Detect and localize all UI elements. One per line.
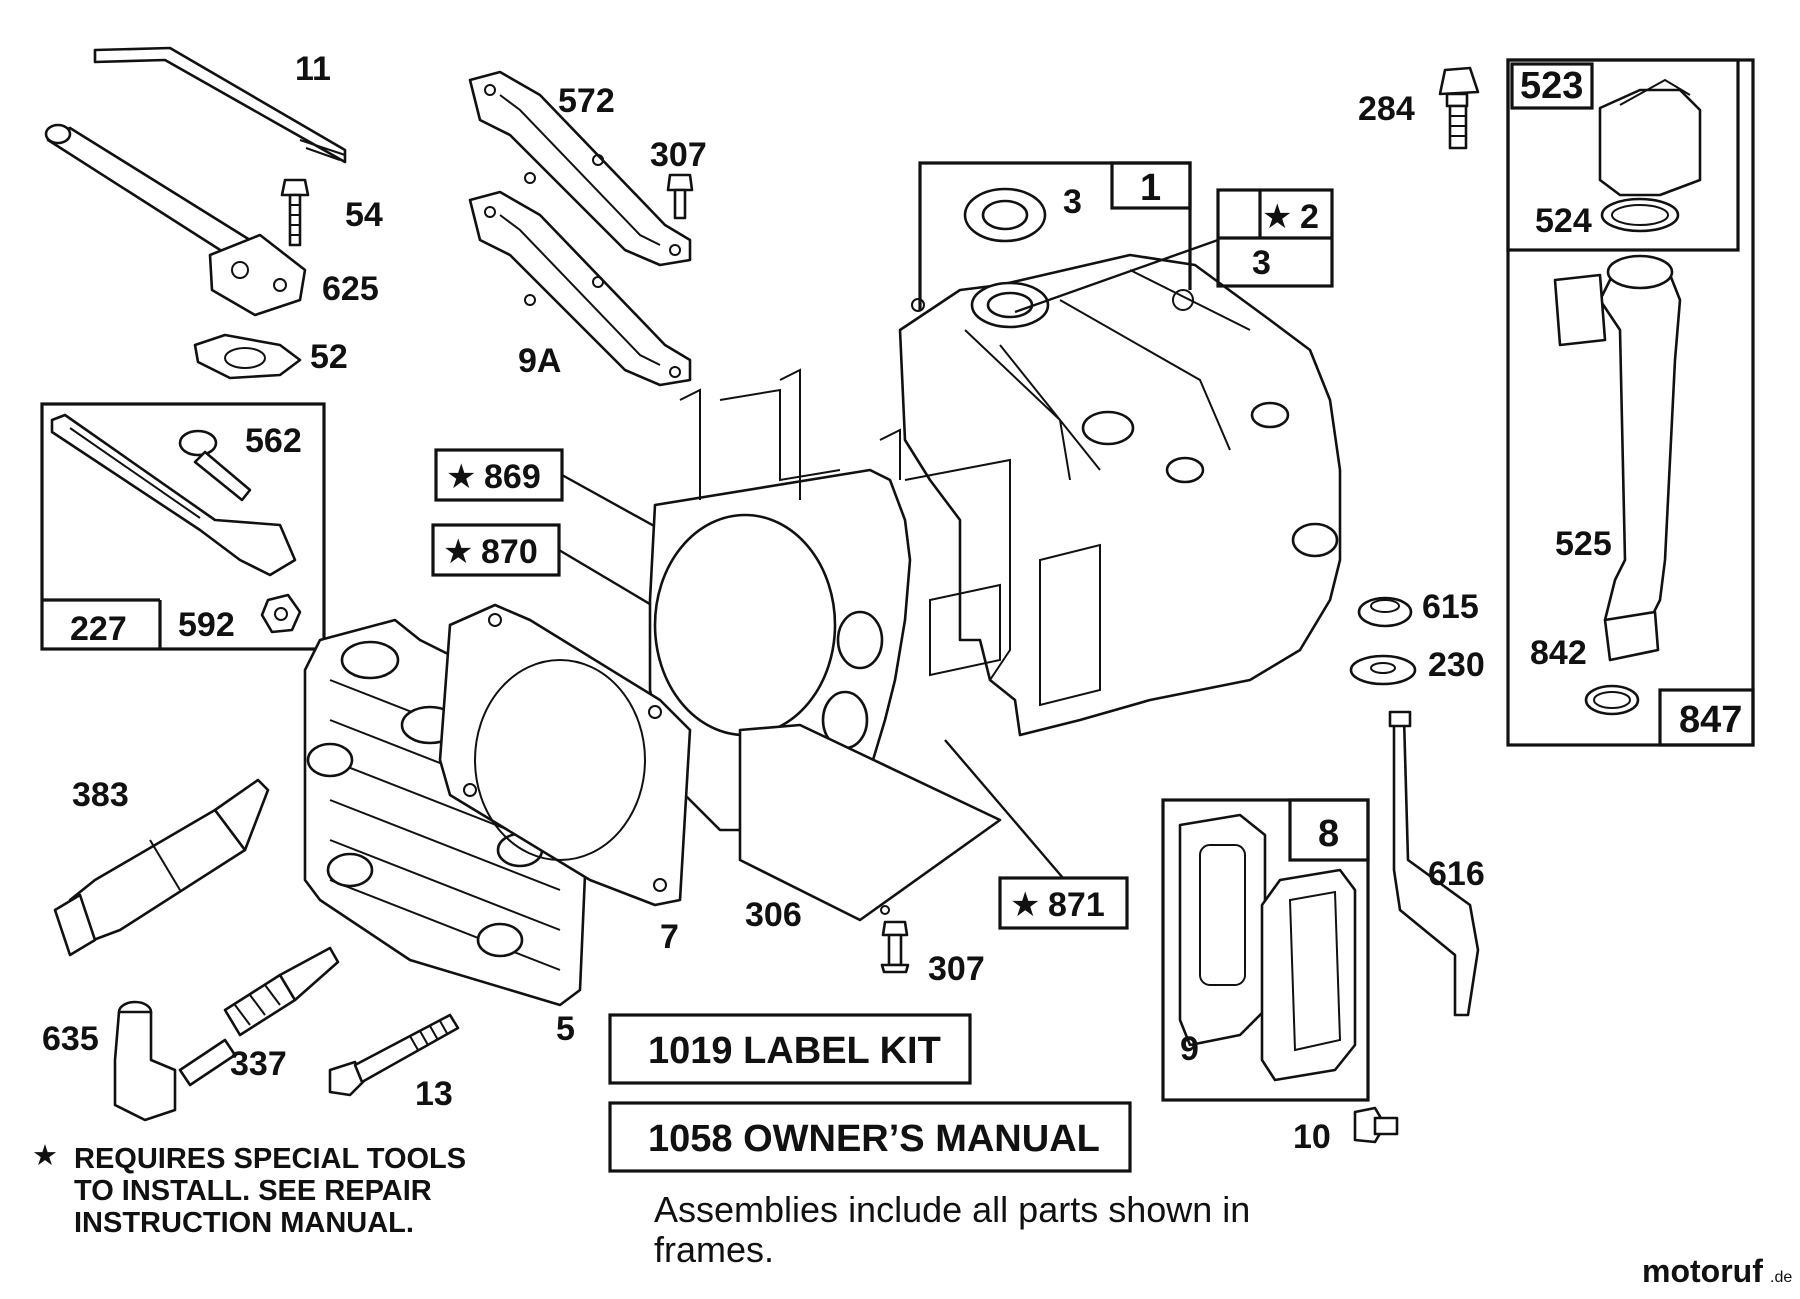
callout-11: 11 — [295, 50, 331, 88]
part-337-spark-plug — [178, 946, 340, 1087]
part-616-dipstick — [1388, 710, 1480, 1017]
callout-870: 870 — [481, 533, 538, 571]
star-icon: ★ — [1262, 198, 1292, 236]
part-11-rod — [93, 46, 347, 164]
part-307-screw-bottom — [880, 920, 910, 974]
callout-box-871 — [998, 876, 1129, 930]
callout-306: 306 — [745, 896, 802, 934]
part-8-cover — [1260, 868, 1357, 1082]
part-592-nut — [260, 593, 302, 634]
callout-524: 524 — [1535, 202, 1592, 240]
callout-307-bottom: 307 — [928, 950, 985, 988]
part-284-bolt — [1438, 66, 1480, 150]
callout-10: 10 — [1293, 1118, 1331, 1156]
part-524-oring — [1600, 197, 1680, 233]
callout-54: 54 — [345, 196, 383, 234]
part-9-gasket — [1178, 813, 1267, 1047]
callout-230: 230 — [1428, 646, 1485, 684]
callout-616: 616 — [1428, 855, 1485, 893]
callout-337: 337 — [230, 1045, 287, 1083]
star-icon: ★ — [1010, 886, 1040, 924]
part-523-cap — [1598, 78, 1702, 197]
callout-52: 52 — [310, 338, 348, 376]
kit-frame-1 — [1110, 161, 1192, 210]
callout-227: 227 — [70, 610, 127, 648]
callout-847: 847 — [1679, 699, 1742, 741]
callout-3-a: 3 — [1063, 183, 1082, 221]
part-307-screw-top — [666, 173, 694, 220]
part-525-tube — [1553, 254, 1682, 662]
owners-manual-text: 1058 OWNER’S MANUAL — [648, 1118, 1100, 1160]
watermark-brand: motoruf — [1642, 1253, 1763, 1289]
callout-7: 7 — [660, 918, 679, 956]
part-572-gasket — [468, 70, 692, 267]
callout-1: 1 — [1140, 167, 1161, 209]
assemblies-note-line-2: frames. — [654, 1229, 774, 1270]
callout-5: 5 — [556, 1010, 575, 1048]
note-line-2: TO INSTALL. SEE REPAIR — [74, 1175, 432, 1207]
callout-842: 842 — [1530, 634, 1587, 672]
callout-307-top: 307 — [650, 136, 707, 174]
callout-871: 871 — [1048, 886, 1105, 924]
part-562-bolt — [178, 429, 252, 502]
kit-frame-523 — [1506, 58, 1740, 252]
part-tube — [44, 123, 252, 257]
callout-13: 13 — [415, 1075, 453, 1113]
watermark-tld: .de — [1770, 1269, 1792, 1286]
part-383-tube — [53, 778, 270, 957]
star-icon: ★ — [446, 458, 476, 496]
part-592-bracket — [50, 413, 297, 577]
part-3-seal-a — [963, 187, 1047, 243]
part-7-head-gasket — [438, 603, 692, 907]
callout-615: 615 — [1422, 588, 1479, 626]
note-line-3: INSTRUCTION MANUAL. — [74, 1207, 414, 1239]
star-icon: ★ — [443, 533, 473, 571]
note-line-1: REQUIRES SPECIAL TOOLS — [74, 1143, 466, 1175]
star-icon: ★ — [32, 1140, 58, 1172]
part-842-oring — [1584, 684, 1640, 716]
part-13-bolt — [328, 1013, 460, 1097]
part-54-screw — [280, 178, 310, 247]
part-615-grommet — [1357, 596, 1413, 628]
watermark-logo: motoruf .de — [1642, 1253, 1792, 1289]
callout-284: 284 — [1358, 90, 1415, 128]
part-10-screw — [1353, 1106, 1399, 1144]
part-625-bracket — [208, 233, 307, 317]
callout-525: 525 — [1555, 525, 1612, 563]
callout-562: 562 — [245, 422, 302, 460]
label-kit-text: 1019 LABEL KIT — [648, 1030, 941, 1072]
owners-manual-box — [608, 1101, 1132, 1173]
part-635-elbow — [113, 1000, 177, 1122]
callout-9: 9 — [1180, 1030, 1199, 1068]
callout-635: 635 — [42, 1020, 99, 1058]
callout-523: 523 — [1520, 65, 1583, 107]
assemblies-note-line-1: Assemblies include all parts shown in — [654, 1189, 1250, 1230]
callout-3-b: 3 — [1252, 244, 1271, 282]
engine-block — [648, 253, 1342, 922]
callout-383: 383 — [72, 776, 129, 814]
callout-592: 592 — [178, 606, 235, 644]
label-kit-box — [608, 1013, 972, 1085]
callout-8: 8 — [1318, 813, 1339, 855]
kit-frame-8 — [1161, 798, 1370, 1102]
kit-frame-227 — [40, 402, 326, 651]
callout-869: 869 — [484, 458, 541, 496]
callout-2: 2 — [1300, 198, 1319, 236]
callout-572: 572 — [558, 82, 615, 120]
part-52-gasket — [193, 333, 302, 380]
part-9A-gasket — [468, 190, 692, 387]
callout-625: 625 — [322, 270, 379, 308]
callout-9A: 9A — [518, 342, 561, 380]
part-230-washer — [1349, 654, 1417, 686]
